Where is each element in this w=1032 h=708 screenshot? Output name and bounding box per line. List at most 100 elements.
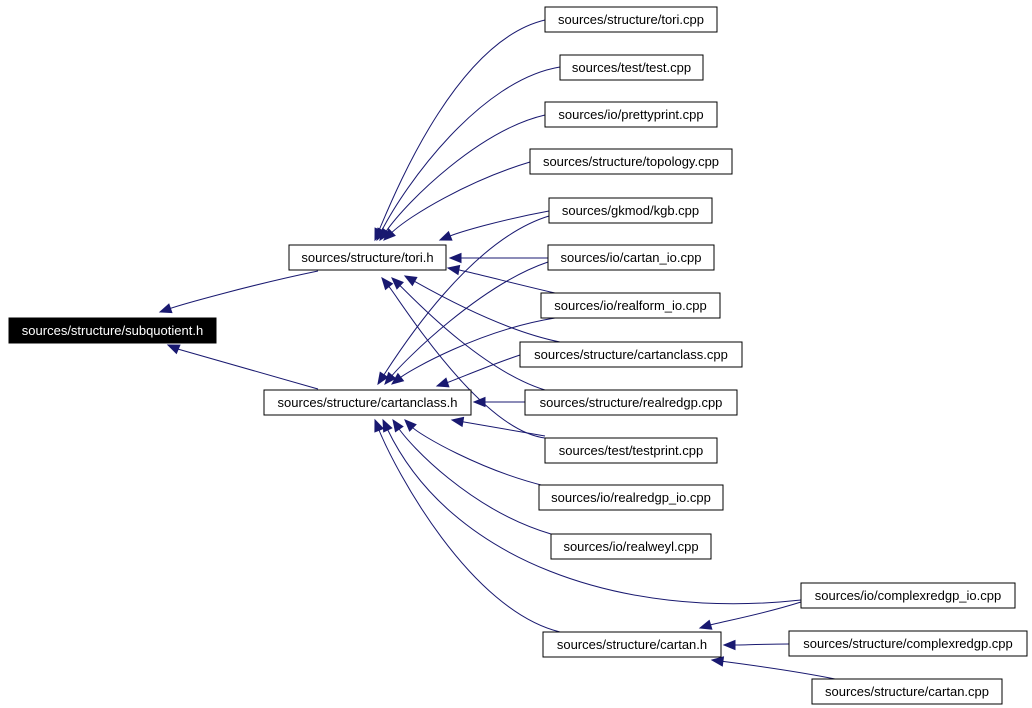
arrowhead-realredgp-cpp-to-cartanclass-h [472,396,486,408]
edge-cartan-h-to-cartanclass-h [378,429,561,633]
node-cartan-io-cpp[interactable]: sources/io/cartan_io.cpp [547,244,715,271]
node-label: sources/io/realredgp_io.cpp [551,490,711,505]
node-cartanclass-cpp[interactable]: sources/structure/cartanclass.cpp [519,341,743,368]
node-label: sources/io/realweyl.cpp [563,539,698,554]
node-topology-cpp[interactable]: sources/structure/topology.cpp [529,148,733,175]
node-realform-io-cpp[interactable]: sources/io/realform_io.cpp [540,292,721,319]
edge-testprint-cpp-to-cartanclass-h [461,421,546,437]
node-label: sources/structure/realredgp.cpp [540,395,723,410]
node-box[interactable] [8,317,217,344]
node-box[interactable] [800,582,1016,609]
arrowhead-testprint-cpp-to-cartanclass-h [450,416,465,428]
edge-testprint-cpp-to-tori-h [387,285,546,439]
node-box[interactable] [519,341,743,368]
edge-prettyprint-cpp-to-tori-h [385,114,546,233]
node-box[interactable] [544,6,718,33]
edge-complexredgp-io-cpp-to-cartanclass-h [386,428,802,605]
node-test-cpp[interactable]: sources/test/test.cpp [559,54,704,81]
edge-realredgp-io-cpp-to-cartanclass-h [411,426,546,487]
node-label: sources/structure/tori.h [301,250,433,265]
node-prettyprint-cpp[interactable]: sources/io/prettyprint.cpp [544,101,718,128]
node-cartan-h[interactable]: sources/structure/cartan.h [542,631,722,658]
edge-realform-io-cpp-to-tori-h [457,269,556,294]
arrowhead-cartanclass-h-to-subquotient-h [166,344,181,355]
node-box[interactable] [811,678,1003,705]
node-box[interactable] [544,101,718,128]
node-box[interactable] [288,244,447,271]
node-box[interactable] [540,292,721,319]
edge-cartan-cpp-to-cartan-h [721,660,836,680]
edge-cartan-io-cpp-to-cartanclass-h [391,261,549,377]
arrowhead-complexredgp-io-cpp-to-cartanclass-h [382,418,393,433]
node-realredgp-io-cpp[interactable]: sources/io/realredgp_io.cpp [538,484,724,511]
node-label: sources/test/test.cpp [572,60,691,75]
arrowhead-realform-io-cpp-to-cartanclass-h [390,372,405,385]
node-box[interactable] [548,197,713,224]
node-cartan-cpp[interactable]: sources/structure/cartan.cpp [811,678,1003,705]
arrowhead-cartanclass-cpp-to-tori-h [403,275,418,287]
node-label: sources/io/realform_io.cpp [554,298,706,313]
node-subquotient-h[interactable]: sources/structure/subquotient.h [8,317,217,344]
arrowhead-tori-h-to-subquotient-h [158,303,173,314]
arrowhead-kgb-cpp-to-tori-h [438,230,453,241]
node-realredgp-cpp[interactable]: sources/structure/realredgp.cpp [524,389,738,416]
node-box[interactable] [263,389,472,416]
edge-tori-h-to-subquotient-h [169,270,319,310]
arrowhead-cartan-io-cpp-to-tori-h [448,252,462,264]
node-box[interactable] [547,244,715,271]
edge-kgb-cpp-to-tori-h [449,210,550,237]
nodes-layer: sources/structure/subquotient.h sources/s… [8,6,1028,705]
node-label: sources/structure/cartan.h [557,637,707,652]
arrowhead-realform-io-cpp-to-tori-h [446,264,461,276]
edge-topology-cpp-to-tori-h [390,161,531,234]
edge-realform-io-cpp-to-cartanclass-h [399,317,556,379]
node-label: sources/gkmod/kgb.cpp [562,203,699,218]
node-box[interactable] [538,484,724,511]
node-label: sources/io/cartan_io.cpp [561,250,702,265]
edges-layer [158,19,836,680]
edge-test-cpp-to-tori-h [381,66,561,232]
edge-realredgp-cpp-to-tori-h [398,284,546,391]
node-box[interactable] [788,630,1028,657]
arrowhead-kgb-cpp-to-cartanclass-h [377,371,389,386]
node-label: sources/structure/complexredgp.cpp [803,636,1013,651]
node-label: sources/io/prettyprint.cpp [558,107,703,122]
node-box[interactable] [542,631,722,658]
node-testprint-cpp[interactable]: sources/test/testprint.cpp [544,437,718,464]
node-box[interactable] [529,148,733,175]
node-kgb-cpp[interactable]: sources/gkmod/kgb.cpp [548,197,713,224]
arrowhead-testprint-cpp-to-tori-h [381,276,394,291]
node-cartanclass-h[interactable]: sources/structure/cartanclass.h [263,389,472,416]
node-tori-cpp[interactable]: sources/structure/tori.cpp [544,6,718,33]
node-label: sources/test/testprint.cpp [559,443,704,458]
edge-tori-cpp-to-tori-h [378,19,546,231]
node-tori-h[interactable]: sources/structure/tori.h [288,244,447,271]
edge-cartanclass-cpp-to-tori-h [413,280,561,343]
node-label: sources/structure/topology.cpp [543,154,719,169]
arrowhead-complexredgp-io-cpp-to-cartan-h [698,619,713,630]
edge-complexredgp-cpp-to-cartan-h [733,643,790,646]
node-box[interactable] [544,437,718,464]
arrowhead-realredgp-io-cpp-to-cartanclass-h [404,419,417,432]
node-box[interactable] [550,533,712,560]
node-label: sources/structure/subquotient.h [22,323,203,338]
node-realweyl-cpp[interactable]: sources/io/realweyl.cpp [550,533,712,560]
edge-cartanclass-cpp-to-cartanclass-h [446,354,521,384]
node-box[interactable] [559,54,704,81]
arrowhead-cartanclass-cpp-to-cartanclass-h [435,377,450,388]
edge-cartanclass-h-to-subquotient-h [177,348,319,390]
node-box[interactable] [524,389,738,416]
node-label: sources/io/complexredgp_io.cpp [815,588,1001,603]
arrowhead-realweyl-cpp-to-cartanclass-h [392,418,404,433]
node-label: sources/structure/tori.cpp [558,12,704,27]
edge-complexredgp-io-cpp-to-cartan-h [709,601,802,626]
node-complexredgp-io-cpp[interactable]: sources/io/complexredgp_io.cpp [800,582,1016,609]
arrowhead-cartan-io-cpp-to-cartanclass-h [384,371,397,386]
node-complexredgp-cpp[interactable]: sources/structure/complexredgp.cpp [788,630,1028,657]
arrowhead-cartan-h-to-cartanclass-h [374,418,385,433]
edge-kgb-cpp-to-cartanclass-h [383,215,550,376]
arrowhead-topology-cpp-to-tori-h [383,228,396,241]
node-label: sources/structure/cartanclass.cpp [534,347,728,362]
